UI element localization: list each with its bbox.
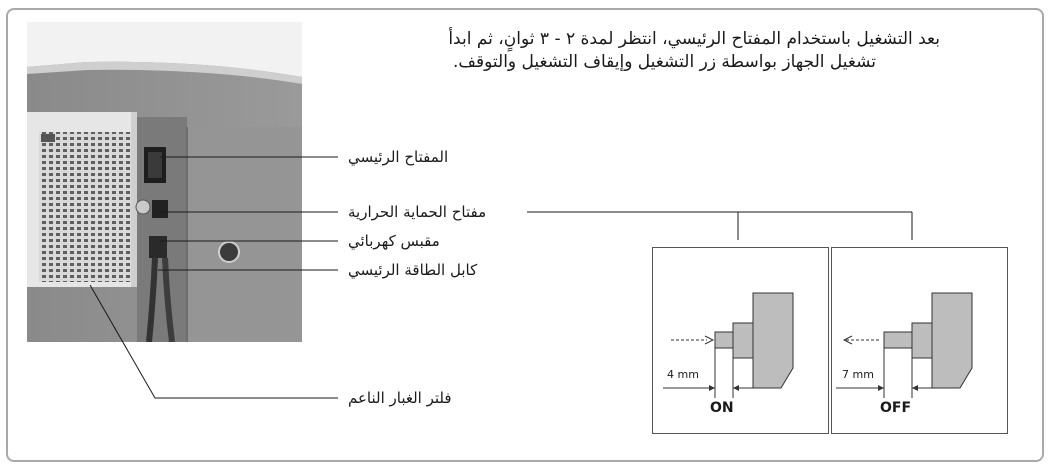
document-frame [6,8,1044,462]
device-photo [27,22,302,342]
label-fine-filter: فلتر الغبار الناعم [348,389,452,407]
switch-detail-off: 7 mm OFF [831,247,1008,434]
label-main-cable: كابل الطاقة الرئيسي [348,261,478,279]
label-thermal-switch: مفتاح الحماية الحرارية [348,203,487,221]
instruction-text: بعد التشغيل باستخدام المفتاح الرئيسي، ان… [340,28,940,74]
switch-detail-on: 4 mm ON [652,247,829,434]
label-power-socket: مقبس كهربائي [348,232,440,250]
label-main-switch: المفتاح الرئيسي [348,148,449,166]
state-label-off: OFF [880,400,912,416]
distance-label-off: 7 mm [842,368,874,381]
state-label-on: ON [710,400,734,416]
instruction-line-2: تشغيل الجهاز بواسطة زر التشغيل وإيقاف ال… [452,52,876,72]
instruction-line-1: بعد التشغيل باستخدام المفتاح الرئيسي، ان… [448,29,940,49]
distance-label-on: 4 mm [667,368,699,381]
